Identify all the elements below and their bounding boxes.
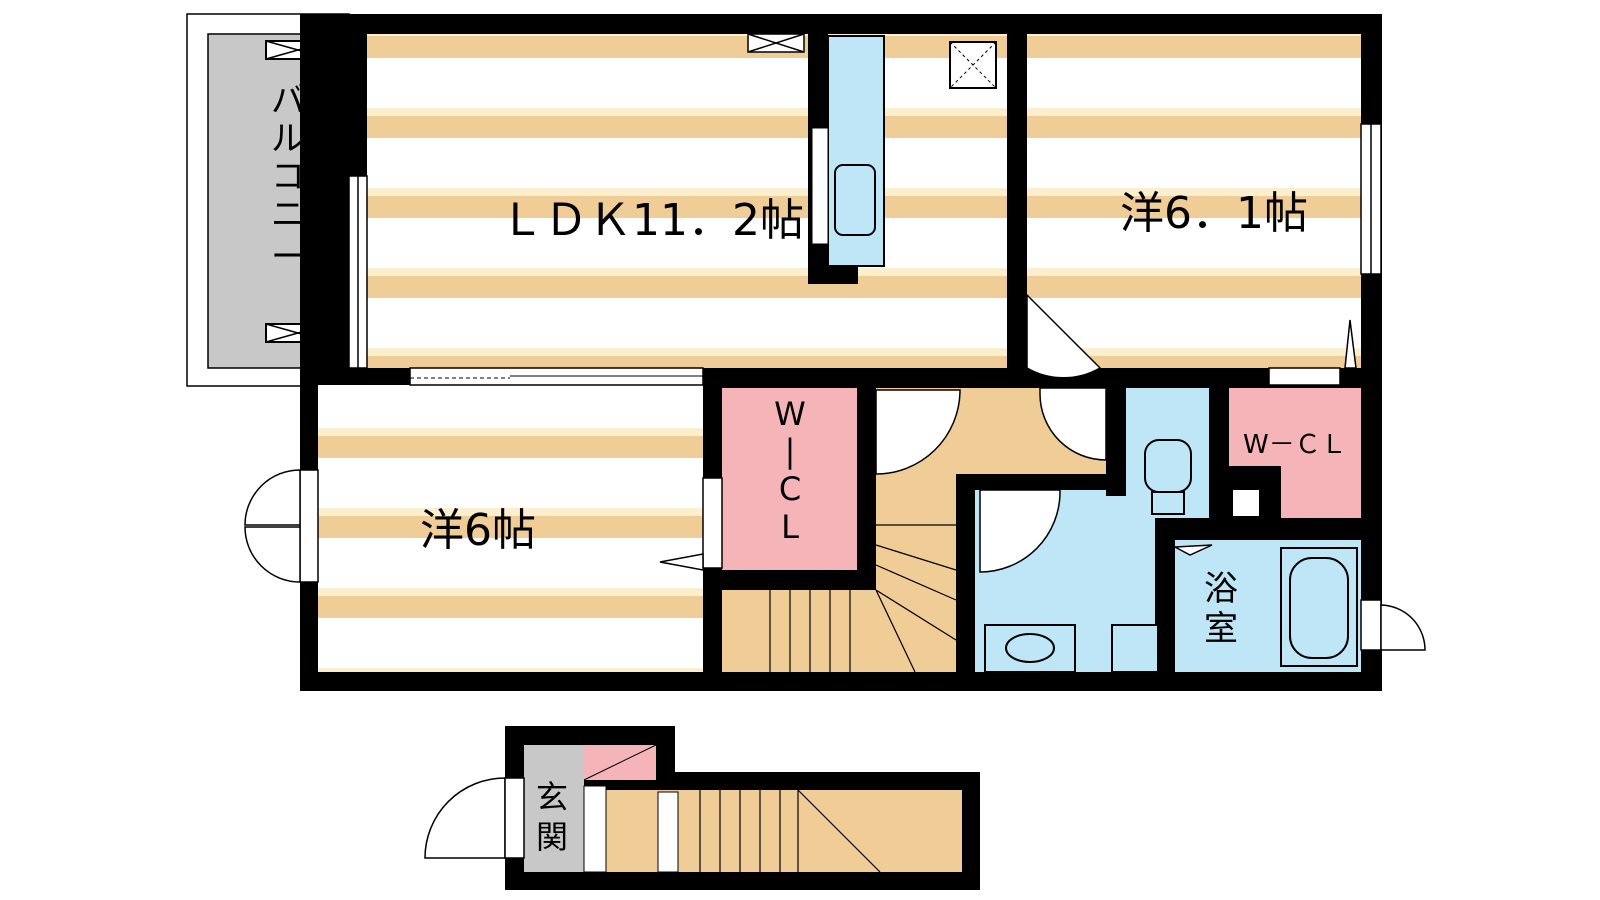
svg-text:C: C (779, 470, 801, 508)
toilet-icon (1144, 439, 1192, 515)
door-wcl-right (1268, 367, 1341, 386)
room-label-balcony: バ ル コ ニ ー (271, 81, 305, 277)
staircase (722, 590, 956, 672)
room-label-western-west: 洋6帖 (420, 505, 536, 556)
svg-text:|: | (785, 432, 796, 470)
sliding-door[interactable] (409, 367, 704, 386)
svg-text:ル: ル (271, 119, 305, 159)
room-label-wcl-right: W－ＣＬ (1243, 430, 1347, 460)
svg-text:W: W (774, 395, 806, 433)
ldk-room (367, 34, 1007, 368)
door-west-2 (244, 526, 301, 583)
svg-text:関: 関 (536, 818, 568, 856)
svg-text:L: L (781, 508, 799, 546)
svg-text:ー: ー (271, 237, 305, 277)
bathtub-icon (1280, 547, 1358, 667)
door-west-1 (244, 469, 301, 526)
door-washroom (979, 489, 1061, 573)
wcl-center-room (722, 388, 857, 570)
windows (299, 33, 1382, 651)
sink-icon (834, 164, 876, 236)
western-east-room (1027, 34, 1361, 368)
room-label-bath: 浴 室 (1204, 569, 1238, 649)
door-entrance[interactable] (424, 777, 506, 859)
western-west-room (318, 385, 703, 672)
ventilation-fan-icon (949, 41, 997, 89)
door-wcl (875, 389, 961, 475)
room-label-ldk: ＬＤＫ11．2帖 (500, 195, 804, 246)
svg-text:浴: 浴 (1204, 569, 1238, 609)
staircase-lower (584, 790, 962, 872)
washbasin-icon (984, 624, 1076, 673)
svg-text:バ: バ (271, 81, 305, 121)
kitchen-counter (808, 34, 885, 284)
main-floor (300, 14, 1382, 691)
washing-machine-icon (1111, 624, 1159, 673)
entrance (524, 745, 584, 872)
lower-floor (424, 726, 980, 890)
room-label-wcl-center: W | C L (774, 395, 806, 546)
doors[interactable] (244, 293, 1426, 651)
door-toilet (1039, 387, 1107, 461)
svg-text:室: 室 (1204, 609, 1238, 649)
door-marker (659, 319, 1357, 571)
svg-text:ニ: ニ (271, 195, 305, 235)
svg-text:玄: 玄 (536, 778, 568, 816)
door-east-room (1026, 293, 1102, 379)
svg-text:コ: コ (271, 157, 305, 197)
room-label-western-east: 洋6．1帖 (1120, 188, 1308, 239)
room-label-entrance: 玄 関 (536, 778, 568, 856)
door-bath-exterior (1380, 604, 1426, 651)
stair-lines (769, 524, 957, 673)
